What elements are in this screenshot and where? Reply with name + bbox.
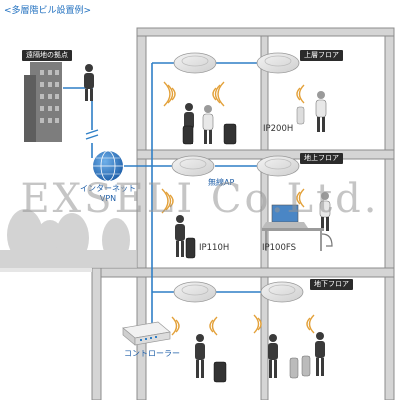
handset-devices [182,106,311,383]
laptop-icon [262,204,333,251]
model-label-ip110h: IP110H [199,243,230,253]
wifi-wave-icons [161,81,315,336]
watermark: EXSELI Co.Ltd. [20,176,380,222]
network-label: インターネット VPN [80,184,136,203]
ground-line [0,268,92,272]
page-title: <多層階ビル設置例> [4,6,92,16]
floor-tag-upper: 上層フロア [300,50,343,61]
line-break-mark [85,129,99,140]
floor-tag-basement: 地下フロア [310,279,353,290]
floor-tag-ground: 地上フロア [300,153,343,164]
controller-device-icon [122,321,171,346]
trees [0,209,137,268]
model-label-ip200h: IP200H [263,124,294,134]
building [91,27,395,400]
internet-globe-icon [93,150,123,182]
remote-site-label: 遠隔地の拠点 [22,50,72,61]
controller-label: コントローラー [124,349,180,358]
ap-label: 無線AP [208,178,235,187]
access-point-icons [171,52,304,303]
model-label-ip100fs: IP100FS [262,243,296,253]
remote-office-building [24,62,62,142]
